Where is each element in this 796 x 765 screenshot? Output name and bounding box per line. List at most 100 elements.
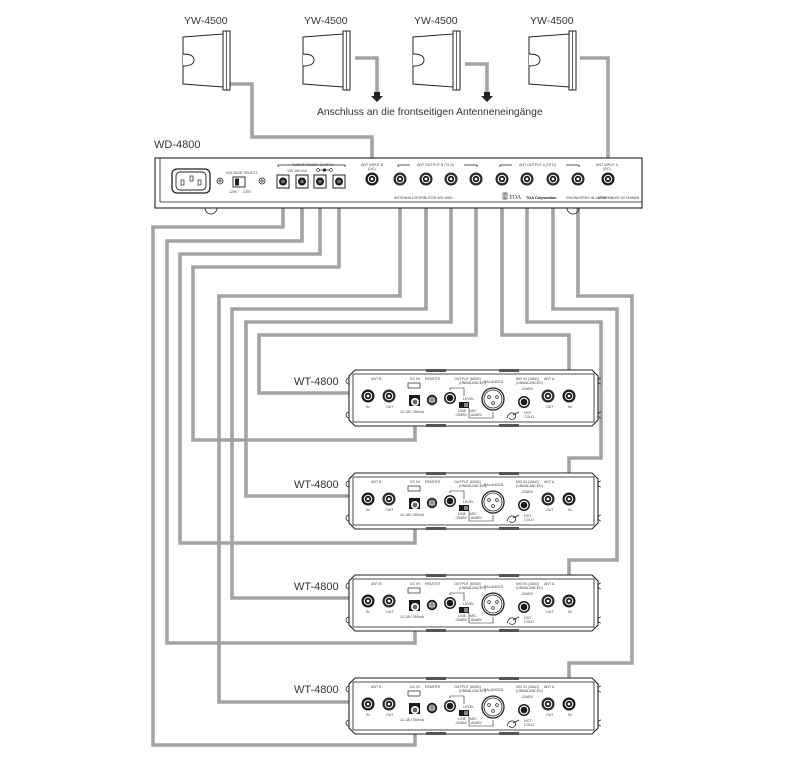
tuner-power-terminal-3[interactable] [313, 174, 327, 189]
mic-db-label: -60dBV [470, 413, 483, 417]
mic-label: MIC [470, 409, 477, 413]
antenna-label: YW-4500 [414, 15, 458, 27]
power-switch[interactable] [407, 485, 421, 492]
ground-terminal-icon [506, 411, 520, 420]
power-switch[interactable] [407, 690, 421, 697]
ant-b-out-label: OUT [386, 508, 394, 512]
ant-a-out-jack[interactable] [541, 492, 555, 506]
ant-input-a-jack[interactable] [601, 172, 615, 186]
ant-b-out-jack[interactable] [382, 492, 396, 506]
ant-b-in-jack[interactable] [361, 594, 375, 608]
hot-label: HOT [524, 719, 532, 723]
ac-power-inlet[interactable] [171, 168, 211, 194]
level-switch[interactable] [459, 710, 469, 716]
ant-output-b-jack-3[interactable] [444, 172, 458, 186]
ant-input-b-jack[interactable] [365, 172, 379, 186]
ant-output-a-jack-1[interactable] [495, 172, 509, 186]
level-switch[interactable] [459, 505, 469, 511]
ant-a-in-jack[interactable] [562, 594, 576, 608]
power-switch[interactable] [407, 587, 421, 594]
bracket [566, 164, 580, 167]
ant-input-b-label: ANT INPUT B [361, 163, 384, 167]
ant-output-a-jack-3[interactable] [546, 172, 560, 186]
tuner-power-terminal-2[interactable] [295, 174, 309, 189]
bracket [499, 164, 512, 167]
voltage-select-switch[interactable] [232, 176, 246, 188]
ant-a-label: ANT A [544, 685, 555, 689]
ant-a-label: ANT A [544, 582, 555, 586]
output-unbalanced-jack[interactable] [444, 495, 456, 507]
output-unbalanced-jack[interactable] [444, 700, 456, 712]
dc-in-jack[interactable] [409, 498, 420, 509]
mix-in-jack[interactable] [518, 601, 530, 613]
ant-b-in-jack[interactable] [361, 697, 375, 711]
level-switch[interactable] [459, 607, 469, 613]
mic-label: MIC [470, 717, 477, 721]
antenna-label: YW-4500 [184, 15, 228, 27]
output-unbalanced-label: (UNBALANCED) [459, 484, 486, 488]
distributor-label: WD-4800 [154, 139, 200, 151]
bracket [277, 164, 346, 167]
level-switch[interactable] [459, 402, 469, 408]
ant-output-a-jack-4[interactable] [571, 172, 585, 186]
ant-b-label: ANT B [371, 480, 382, 484]
dc-spec-label: 12-18V 350mA [400, 410, 425, 414]
cable-antenna-4-to-ant-input-a [580, 56, 610, 172]
hot-label: HOT [524, 514, 532, 518]
mix-in-jack[interactable] [518, 396, 530, 408]
ant-a-out-jack[interactable] [541, 594, 555, 608]
ant-b-label: ANT B [371, 377, 382, 381]
ant-b-out-jack[interactable] [382, 594, 396, 608]
ant-output-b-jack-2[interactable] [419, 172, 433, 186]
cable-ant-out-b-4-to-tuner-3 [257, 188, 478, 395]
xlr-balanced-output-jack[interactable] [481, 592, 505, 616]
tuner-power-terminal-1[interactable] [276, 174, 290, 189]
tuner-power-terminal-4[interactable] [332, 174, 346, 189]
cable-ant-out-a-1-to-tuner-1 [500, 188, 571, 393]
remote-din-jack[interactable] [426, 394, 438, 406]
dc-in-jack[interactable] [409, 395, 420, 406]
ant-b-out-jack[interactable] [382, 697, 396, 711]
output-unbalanced-jack[interactable] [444, 597, 456, 609]
voltage-option-230: 230V [243, 190, 252, 194]
ant-a-in-jack[interactable] [562, 697, 576, 711]
ant-a-in-jack[interactable] [562, 389, 576, 403]
mic-db-label: -60dBV [470, 721, 483, 725]
remote-din-jack[interactable] [426, 702, 438, 714]
ant-b-out-jack[interactable] [382, 389, 396, 403]
ant-a-out-label: OUT [546, 713, 554, 717]
voltage-option-120: 120V [229, 190, 238, 194]
xlr-balanced-output-jack[interactable] [481, 695, 505, 719]
dc-in-jack[interactable] [409, 600, 420, 611]
mix-in-label: MIX IN (10kΩ) [516, 685, 539, 689]
ant-a-out-jack[interactable] [541, 697, 555, 711]
remote-din-jack[interactable] [426, 599, 438, 611]
ant-a-in-jack[interactable] [562, 492, 576, 506]
output-unbalanced-label: (UNBALANCED) [459, 689, 486, 693]
cold-label: COLD [524, 723, 534, 727]
ant-output-b-jack-4[interactable] [469, 172, 483, 186]
ant-output-a-label: ANT OUTPUT A (75 Ω) [519, 163, 556, 167]
output-unbalanced-jack[interactable] [444, 392, 456, 404]
mix-in-jack[interactable] [518, 499, 530, 511]
ant-b-in-jack[interactable] [361, 492, 375, 506]
line-db-label: -20dBV [455, 721, 468, 725]
power-switch[interactable] [407, 382, 421, 389]
ant-output-a-jack-2[interactable] [520, 172, 534, 186]
remote-label: REMOTE [425, 685, 441, 689]
antenna-notch [528, 53, 541, 67]
xlr-balanced-output-jack[interactable] [481, 387, 505, 411]
ant-output-b-jack-1[interactable] [393, 172, 407, 186]
mix-in-jack[interactable] [518, 704, 530, 716]
ant-b-in-jack[interactable] [361, 389, 375, 403]
cable-ant-out-b-2-to-tuner-1 [230, 188, 428, 600]
mix-in-db-label: -20dBV [521, 490, 534, 494]
ant-input-a-sub: (DC) [603, 167, 611, 171]
xlr-balanced-output-jack[interactable] [481, 490, 505, 514]
line-label: LINE [458, 409, 467, 413]
ant-input-a-label: ANT INPUT A [596, 163, 619, 167]
remote-din-jack[interactable] [426, 497, 438, 509]
ant-a-out-jack[interactable] [541, 389, 555, 403]
dc-in-jack[interactable] [409, 703, 420, 714]
